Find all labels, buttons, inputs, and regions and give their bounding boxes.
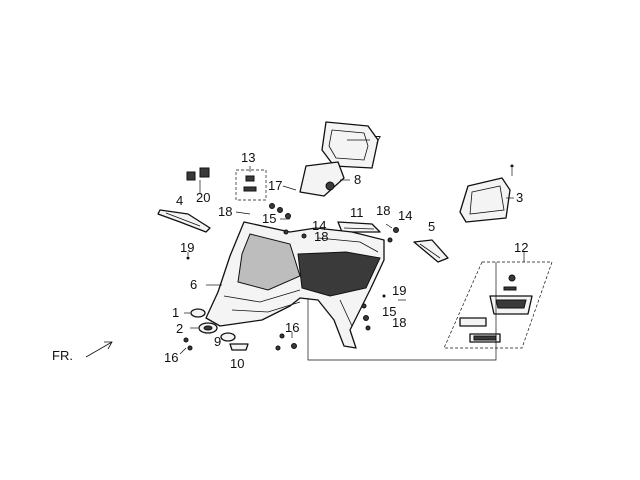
part-10-clip[interactable] (229, 343, 249, 351)
callout-5: 5 (428, 219, 435, 234)
callout-19a: 19 (180, 240, 194, 255)
part-20-push-nuts[interactable] (186, 167, 210, 181)
callout-3: 3 (516, 190, 523, 205)
callout-1: 1 (172, 305, 179, 320)
callout-15b: 15 (382, 304, 396, 319)
callout-17: 17 (268, 178, 282, 193)
callout-12: 12 (514, 240, 528, 255)
callout-16a: 16 (285, 320, 299, 335)
part-13-clip-kit[interactable] (235, 169, 267, 201)
frame-leader-box (307, 262, 497, 361)
callout-9: 9 (214, 334, 221, 349)
callout-13: 13 (241, 150, 255, 165)
part-9-insert[interactable] (220, 332, 236, 342)
leader-lines (179, 166, 406, 355)
callout-2: 2 (176, 321, 183, 336)
callout-19b: 19 (392, 283, 406, 298)
callout-18c: 18 (376, 203, 390, 218)
callout-11: 11 (350, 205, 364, 220)
part-1-grommet[interactable] (184, 308, 206, 318)
fasteners (183, 203, 399, 351)
direction-label: FR. (52, 348, 73, 363)
part-7-upper-cover[interactable] (321, 121, 379, 169)
callout-10: 10 (230, 356, 244, 371)
front-direction-arrow: FR. (52, 341, 113, 363)
part-2-bezel[interactable] (190, 322, 218, 334)
part-11-grille[interactable] (337, 221, 381, 233)
callout-18a: 18 (218, 204, 232, 219)
part-4-side-trim[interactable] (157, 209, 211, 233)
part-6-inner-body[interactable] (205, 221, 385, 349)
part-3-rear-cover[interactable] (459, 164, 514, 223)
callout-18b: 18 (314, 229, 328, 244)
callout-18d: 18 (392, 315, 406, 330)
callout-20: 20 (196, 190, 210, 205)
callout-4: 4 (176, 193, 183, 208)
callout-16b: 16 (164, 350, 178, 365)
callout-6: 6 (190, 277, 197, 292)
callout-14a: 14 (312, 218, 326, 233)
callout-15a: 15 (262, 211, 276, 226)
callout-7: 7 (374, 133, 381, 148)
part-5-trim[interactable] (413, 239, 449, 263)
part-12-storage-kit[interactable] (443, 252, 553, 349)
part-8-bracket[interactable] (299, 161, 350, 197)
callout-numbers: 1 2 3 4 5 6 7 8 9 10 11 12 13 14 14 15 1… (164, 133, 528, 371)
callout-8: 8 (354, 172, 361, 187)
callout-14b: 14 (398, 208, 412, 223)
